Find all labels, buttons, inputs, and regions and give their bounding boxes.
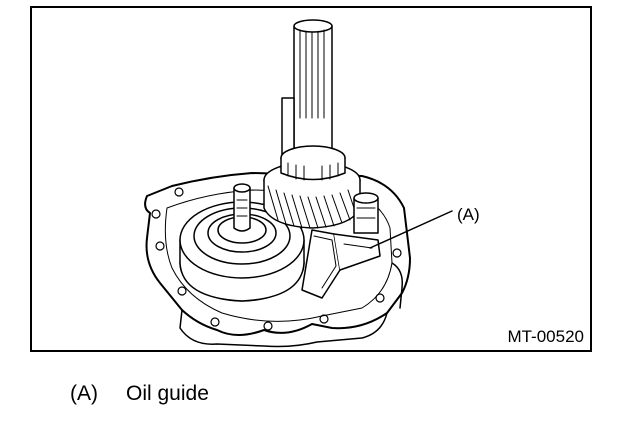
flange-bolt-holes — [151, 187, 402, 331]
drum-assembly — [179, 183, 305, 302]
oil-guide — [301, 229, 381, 299]
dowel-pin — [353, 192, 379, 234]
figure-code: MT-00520 — [507, 327, 584, 346]
callout-a-label: (A) — [457, 205, 480, 224]
housing-skirt — [179, 309, 388, 348]
callout-leader — [369, 210, 453, 249]
legend-item: (A) Oil guide — [70, 383, 209, 404]
helical-gear — [263, 145, 361, 229]
legend-key: (A) — [70, 382, 98, 405]
figure-frame: (A) MT-00520 — [30, 6, 592, 352]
transmission-illustration — [144, 19, 453, 348]
main-shaft — [281, 19, 333, 159]
legend-text: Oil guide — [126, 382, 209, 405]
legend: (A) Oil guide — [70, 383, 209, 404]
